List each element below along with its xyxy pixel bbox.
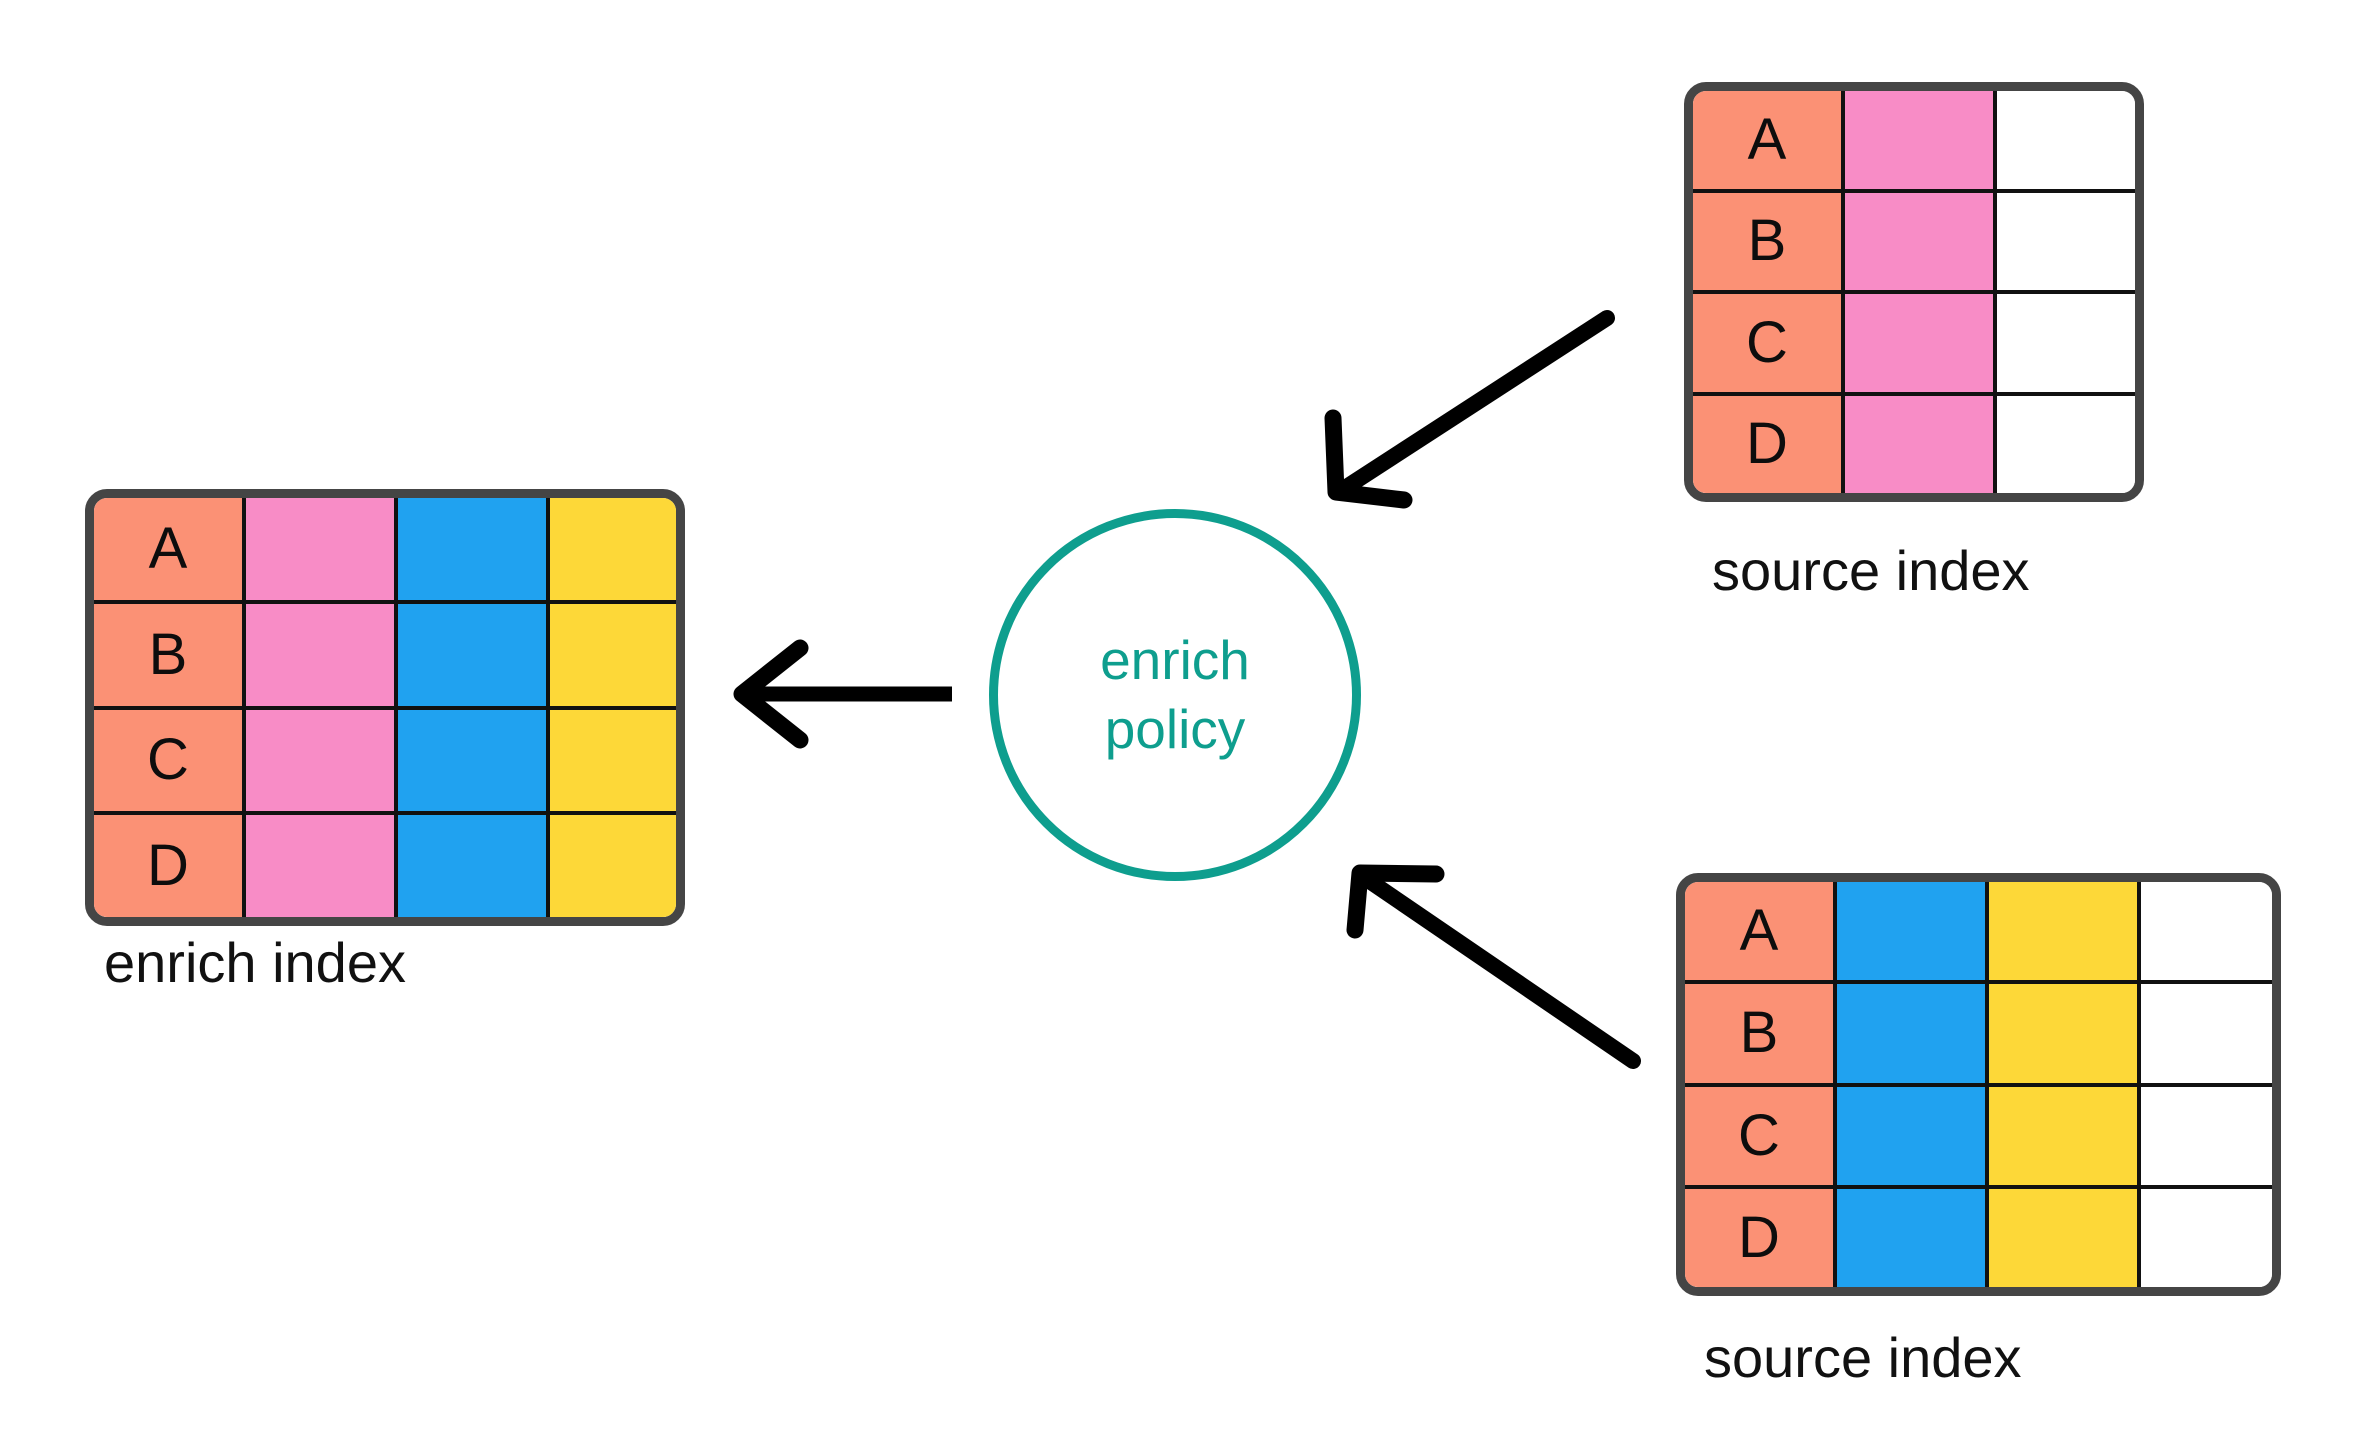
table-row: A [94, 498, 676, 604]
table-cell [550, 815, 676, 917]
table-cell-key: D [1693, 395, 1845, 493]
table-cell-empty [1997, 192, 2135, 290]
enrich-index-caption: enrich index [104, 931, 406, 994]
table-cell-empty [2141, 882, 2272, 981]
table-cell [246, 603, 398, 706]
arrow-source-top-to-policy [1324, 310, 1615, 509]
table-cell-empty [1997, 395, 2135, 493]
source-index-top-table: A B C D [1684, 82, 2144, 502]
table-cell [1989, 1188, 2141, 1287]
table-cell-key: B [1685, 984, 1837, 1083]
table-row: C [1685, 1086, 2272, 1189]
arrow-source-bottom-to-policy [1346, 864, 1641, 1069]
table-cell [1989, 882, 2141, 981]
table-row: A [1693, 91, 2135, 193]
table-row: B [94, 603, 676, 710]
enrich-policy-node: enrich policy [989, 509, 1361, 881]
table-cell [550, 709, 676, 812]
table-cell [1837, 882, 1989, 981]
enrich-policy-line2: policy [1104, 698, 1246, 760]
arrow-policy-to-enrich-index [733, 639, 952, 749]
table-cell-key: B [1693, 192, 1845, 290]
table-cell [1845, 91, 1997, 189]
table-cell-empty [2141, 1086, 2272, 1185]
table-cell-empty [2141, 984, 2272, 1083]
table-cell [1845, 192, 1997, 290]
table-cell-key: C [1693, 294, 1845, 392]
enrich-index-table: A B C D [85, 489, 685, 926]
table-cell [398, 709, 550, 812]
table-cell [398, 498, 550, 600]
enrich-policy-line1: enrich [1100, 628, 1250, 691]
table-cell [550, 603, 676, 706]
table-cell [1989, 1086, 2141, 1185]
table-cell-empty [1997, 91, 2135, 189]
table-cell [246, 709, 398, 812]
table-row: D [1693, 395, 2135, 493]
table-row: C [94, 709, 676, 816]
table-cell [398, 603, 550, 706]
table-cell-empty [1997, 294, 2135, 392]
table-cell [246, 498, 398, 600]
table-cell-key: B [94, 603, 246, 706]
table-cell-empty [2141, 1188, 2272, 1287]
table-row: B [1685, 984, 2272, 1087]
table-row: D [1685, 1188, 2272, 1287]
table-cell-key: C [94, 709, 246, 812]
table-cell-key: A [1693, 91, 1845, 189]
source-index-bottom-caption: source index [1704, 1326, 2022, 1389]
table-cell [1845, 294, 1997, 392]
table-cell-key: C [1685, 1086, 1837, 1185]
table-row: D [94, 815, 676, 917]
table-cell [1837, 984, 1989, 1083]
table-cell-key: D [1685, 1188, 1837, 1287]
table-cell-key: D [94, 815, 246, 917]
table-row: C [1693, 294, 2135, 396]
table-cell [1837, 1188, 1989, 1287]
table-cell-key: A [94, 498, 246, 600]
table-cell-key: A [1685, 882, 1837, 981]
table-cell [1989, 984, 2141, 1083]
table-cell [246, 815, 398, 917]
table-row: A [1685, 882, 2272, 985]
table-cell [1845, 395, 1997, 493]
source-index-top-caption: source index [1712, 539, 2030, 602]
source-index-bottom-table: A B C D [1676, 873, 2281, 1296]
table-cell [1837, 1086, 1989, 1185]
table-row: B [1693, 192, 2135, 294]
table-cell [550, 498, 676, 600]
table-cell [398, 815, 550, 917]
